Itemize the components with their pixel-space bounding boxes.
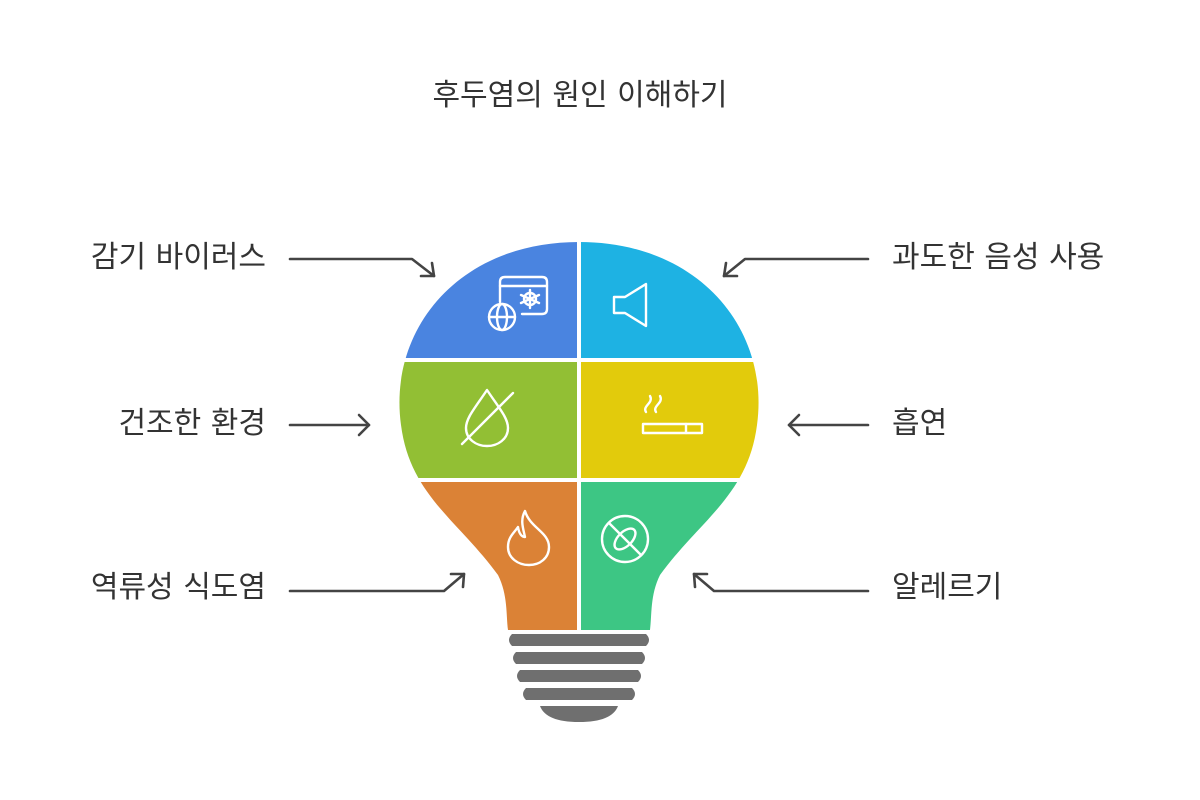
- arrow-dry-environment: [288, 413, 371, 437]
- bulb-base: [509, 634, 649, 722]
- label-dry-environment: 건조한 환경: [118, 406, 266, 441]
- base-tip: [540, 706, 618, 722]
- label-smoking: 흡연: [892, 406, 948, 441]
- arrow-smoking: [787, 413, 870, 437]
- speaker-icon: [612, 282, 648, 328]
- arrow-cold-virus: [288, 257, 436, 278]
- arrow-allergy: [692, 572, 870, 593]
- label-reflux-esophagitis: 역류성 식도염: [90, 570, 266, 605]
- segment-dry-environment: [399, 362, 577, 478]
- arrow-reflux-esophagitis: [288, 572, 466, 593]
- label-voice-overuse: 과도한 음성 사용: [892, 240, 1105, 275]
- base-ring-1: [509, 634, 649, 646]
- arrow-voice-overuse: [722, 257, 870, 278]
- cigarette-icon: [641, 394, 704, 435]
- bulb-segments: [399, 242, 759, 630]
- diagram-title: 후두염의 원인 이해하기: [432, 78, 728, 113]
- label-allergy: 알레르기: [892, 570, 1003, 605]
- segment-allergy: [581, 482, 759, 630]
- base-ring-4: [523, 688, 635, 700]
- segment-voice-overuse: [581, 242, 759, 358]
- flame-icon: [506, 509, 551, 567]
- base-ring-2: [513, 652, 645, 664]
- connector-arrows: [288, 257, 870, 593]
- label-cold-virus: 감기 바이러스: [90, 240, 266, 275]
- segment-smoking: [581, 362, 759, 478]
- virus-browser-icon: [487, 275, 549, 332]
- no-allergen-icon: [600, 514, 650, 564]
- base-ring-3: [517, 670, 641, 682]
- no-water-drop-icon: [460, 388, 515, 448]
- segment-reflux-esophagitis: [399, 482, 577, 630]
